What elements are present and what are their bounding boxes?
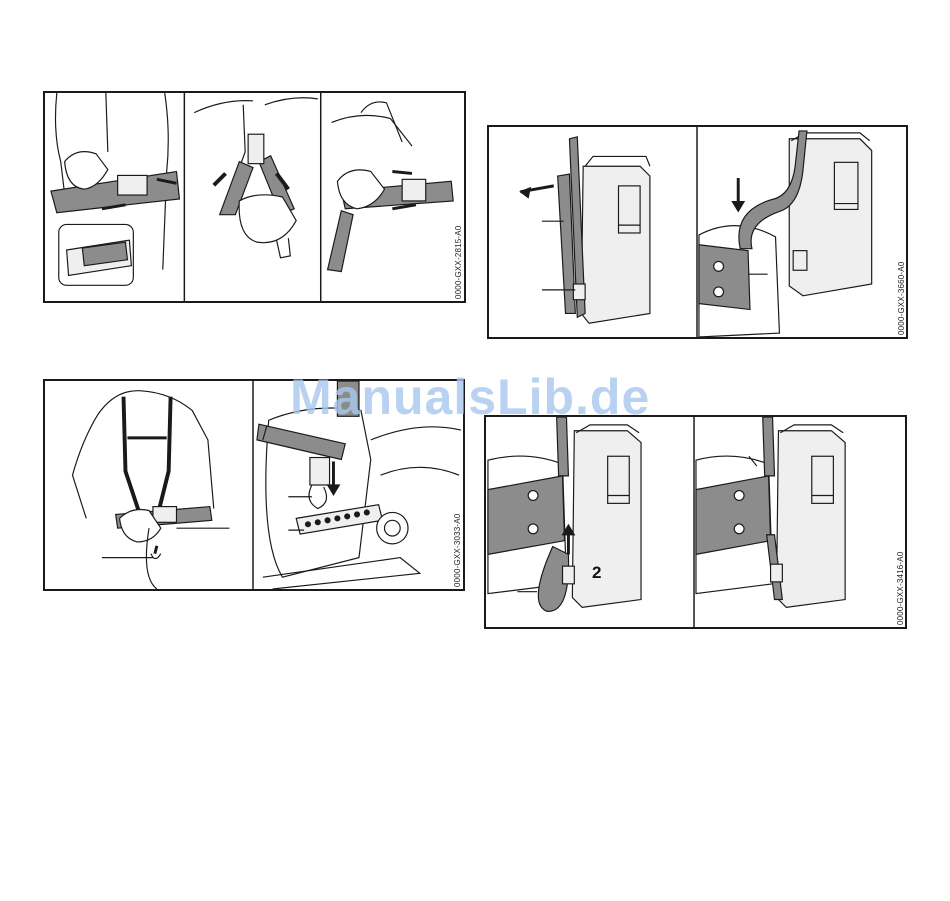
battery-strap-a-illustration <box>489 127 906 337</box>
figure-code: 0000-GXX-3416-A0 <box>896 552 905 625</box>
callout-number: 2 <box>592 563 601 583</box>
figure-harness-waist: 0000-GXX-2815-A0 <box>43 91 466 303</box>
harness-attach-illustration <box>45 381 463 589</box>
figure-harness-attach: 0000-GXX-3033-A0 <box>43 379 465 591</box>
figure-battery-strap-a: 0000-GXX-3660-A0 <box>487 125 908 339</box>
figure-battery-strap-b: 2 0000-GXX-3416-A0 <box>484 415 907 629</box>
figure-code: 0000-GXX-3033-A0 <box>453 514 462 587</box>
harness-waist-illustration <box>45 93 464 301</box>
figure-code: 0000-GXX-2815-A0 <box>454 226 463 299</box>
battery-strap-b-illustration <box>486 417 905 627</box>
figure-code: 0000-GXX-3660-A0 <box>897 262 906 335</box>
